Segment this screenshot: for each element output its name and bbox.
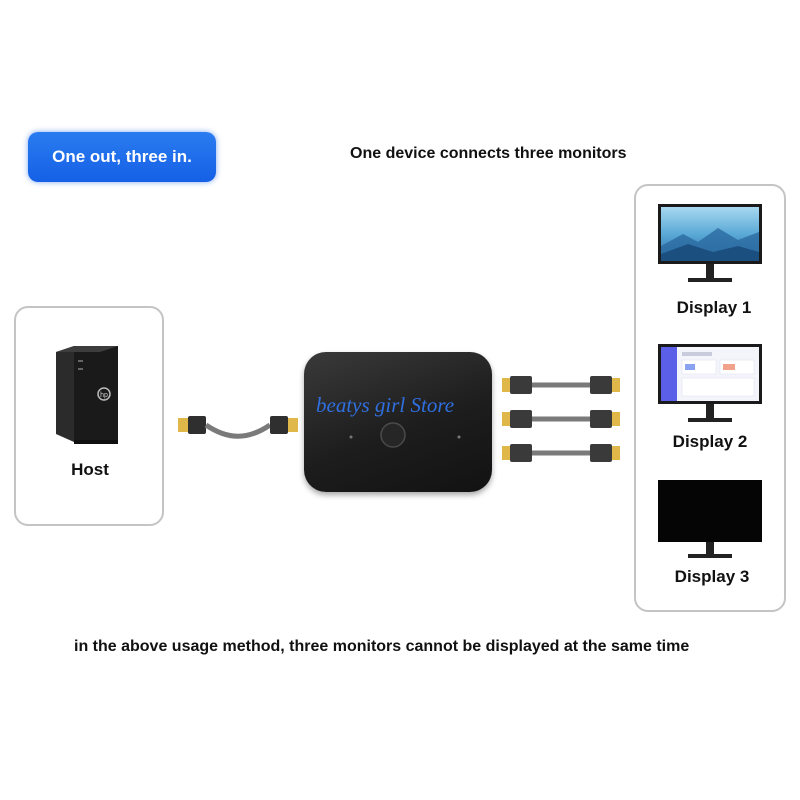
- output-hdmi-cable-3: [502, 444, 620, 462]
- display-3-label: Display 3: [674, 567, 750, 586]
- monitor-3-icon: [658, 480, 762, 558]
- output-hdmi-cable-2: [502, 410, 620, 428]
- host-label: Host: [71, 460, 109, 479]
- store-watermark: beatys girl Store: [316, 393, 455, 417]
- display-1-label: Display 1: [676, 298, 752, 317]
- usage-note: in the above usage method, three monitor…: [74, 638, 690, 655]
- headline: One device connects three monitors: [350, 145, 627, 162]
- indicator-light-icon: [349, 435, 353, 439]
- monitor-1-icon: [658, 204, 762, 282]
- switch-button-icon: [380, 422, 406, 448]
- mode-badge: One out, three in.: [28, 132, 216, 182]
- output-hdmi-cable-1: [502, 376, 620, 394]
- desktop-tower-icon: hp: [56, 346, 118, 444]
- display-2-label: Display 2: [672, 432, 748, 451]
- svg-text:hp: hp: [100, 392, 108, 399]
- monitor-2-icon: [658, 344, 762, 422]
- indicator-light-icon: [457, 435, 461, 439]
- hdmi-switch-device: [304, 352, 492, 492]
- input-hdmi-cable: [178, 416, 298, 439]
